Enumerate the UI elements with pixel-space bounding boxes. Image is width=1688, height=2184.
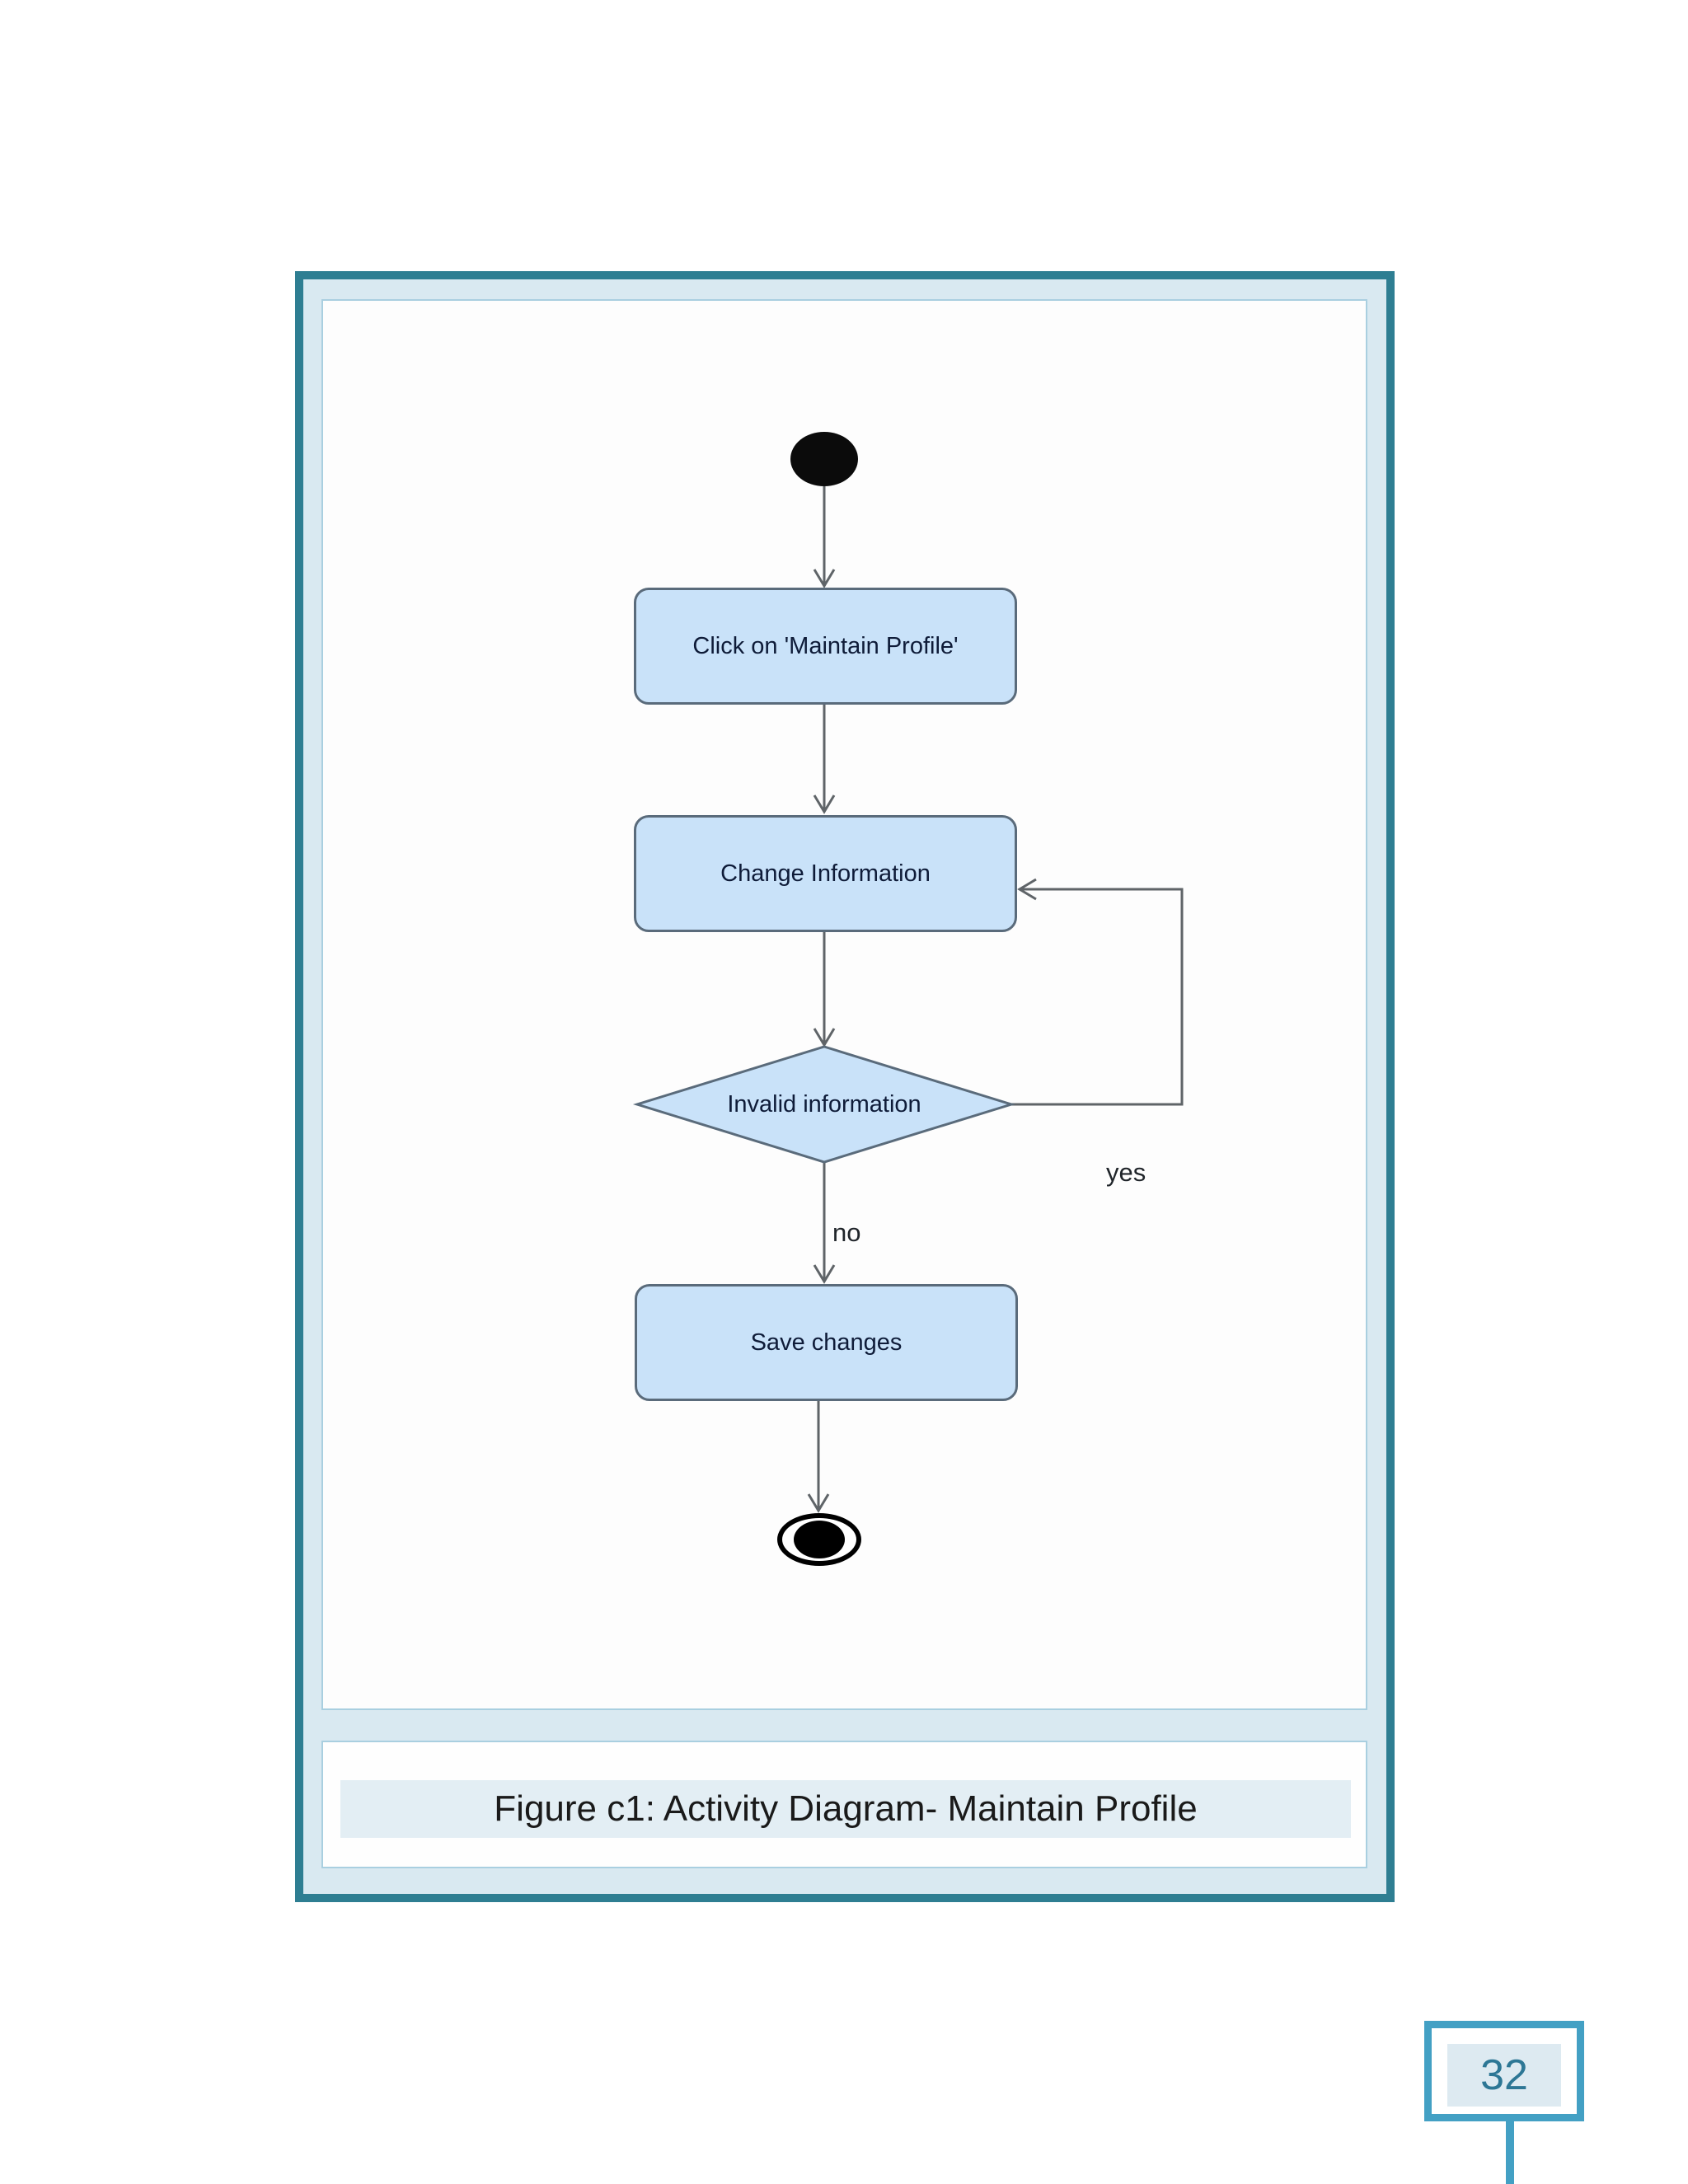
figure-caption: Figure c1: Activity Diagram- Maintain Pr… bbox=[340, 1780, 1351, 1838]
decision-diamond bbox=[632, 1045, 1016, 1164]
diagram-canvas: Click on 'Maintain Profile' Change Infor… bbox=[321, 299, 1367, 1710]
arrowhead-loop-step2 bbox=[1017, 878, 1037, 901]
page-number-text: 32 bbox=[1447, 2044, 1561, 2107]
edge-label-no: no bbox=[832, 1218, 861, 1247]
arrowhead-step1 bbox=[813, 569, 836, 588]
end-node-inner bbox=[794, 1521, 845, 1558]
activity-change-information: Change Information bbox=[634, 815, 1017, 932]
figure-frame: Click on 'Maintain Profile' Change Infor… bbox=[295, 271, 1395, 1902]
diagram-connectors bbox=[632, 486, 1184, 1513]
arrowhead-decision bbox=[813, 1028, 836, 1047]
caption-box: Figure c1: Activity Diagram- Maintain Pr… bbox=[321, 1741, 1367, 1868]
page-number-box: 32 bbox=[1424, 2021, 1584, 2121]
decision-invalid-information-label: Invalid information bbox=[727, 1091, 921, 1118]
arrowhead-step2 bbox=[813, 794, 836, 814]
arrowhead-step3 bbox=[813, 1264, 836, 1284]
page-number-stem bbox=[1506, 2121, 1514, 2184]
edge-label-yes: yes bbox=[1106, 1158, 1146, 1187]
start-node bbox=[790, 432, 858, 486]
edge-yes-loop bbox=[1011, 888, 1184, 1106]
activity-save-changes: Save changes bbox=[635, 1284, 1018, 1401]
activity-click-maintain-profile: Click on 'Maintain Profile' bbox=[634, 588, 1017, 705]
arrowhead-end bbox=[807, 1493, 830, 1513]
